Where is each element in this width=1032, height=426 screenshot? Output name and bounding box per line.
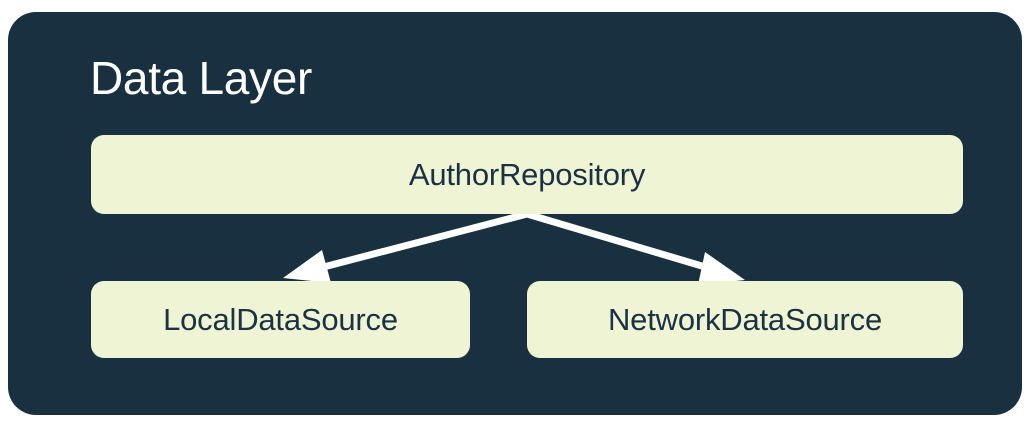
node-network-data-source[interactable]: NetworkDataSource bbox=[527, 281, 963, 358]
page-title: Data Layer bbox=[90, 52, 313, 104]
node-label: NetworkDataSource bbox=[608, 302, 882, 337]
node-label: LocalDataSource bbox=[163, 302, 398, 337]
node-label: AuthorRepository bbox=[408, 157, 646, 192]
node-author-repository[interactable]: AuthorRepository bbox=[91, 135, 963, 214]
node-local-data-source[interactable]: LocalDataSource bbox=[91, 281, 470, 358]
